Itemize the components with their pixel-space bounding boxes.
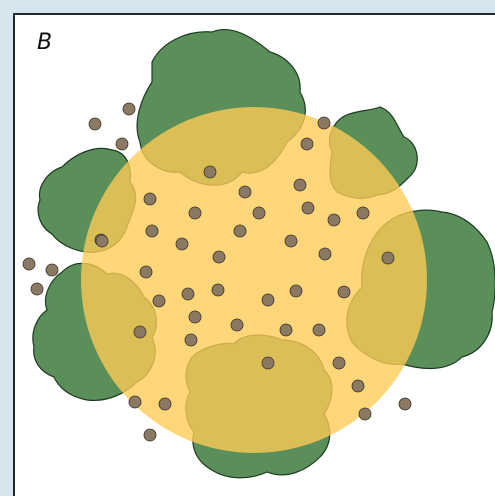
brown-dot xyxy=(262,357,274,369)
brown-dot xyxy=(239,186,251,198)
brown-dot xyxy=(352,380,364,392)
brown-dot xyxy=(359,408,371,420)
brown-dot xyxy=(382,252,394,264)
brown-dot xyxy=(253,207,265,219)
brown-dot xyxy=(204,166,216,178)
brown-dot xyxy=(262,294,274,306)
brown-dot xyxy=(144,193,156,205)
brown-dot xyxy=(89,118,101,130)
brown-dot xyxy=(96,235,108,247)
diagram-panel: B xyxy=(13,13,495,496)
brown-dot xyxy=(46,264,58,276)
brown-dot xyxy=(189,207,201,219)
brown-dot xyxy=(140,266,152,278)
brown-dot xyxy=(182,288,194,300)
brown-dot xyxy=(399,398,411,410)
brown-dot xyxy=(294,179,306,191)
brown-dot xyxy=(159,398,171,410)
brown-dot xyxy=(301,138,313,150)
brown-dot xyxy=(23,258,35,270)
diagram-canvas xyxy=(15,15,495,496)
brown-dot xyxy=(234,225,246,237)
brown-dot xyxy=(134,326,146,338)
brown-dot xyxy=(313,324,325,336)
brown-dot xyxy=(31,283,43,295)
brown-dot xyxy=(123,103,135,115)
brown-dot xyxy=(333,357,345,369)
brown-dot xyxy=(318,117,330,129)
brown-dot xyxy=(302,202,314,214)
brown-dot xyxy=(357,207,369,219)
brown-dot xyxy=(146,225,158,237)
brown-dot xyxy=(338,286,350,298)
brown-dot xyxy=(285,235,297,247)
brown-dot xyxy=(116,138,128,150)
brown-dot xyxy=(176,238,188,250)
brown-dot xyxy=(212,284,224,296)
brown-dot xyxy=(328,214,340,226)
brown-dot xyxy=(231,319,243,331)
brown-dot xyxy=(129,396,141,408)
brown-dot xyxy=(290,285,302,297)
brown-dot xyxy=(189,311,201,323)
brown-dot xyxy=(319,248,331,260)
brown-dot xyxy=(185,334,197,346)
brown-dot xyxy=(153,295,165,307)
brown-dot xyxy=(280,324,292,336)
brown-dot xyxy=(213,251,225,263)
brown-dot xyxy=(144,429,156,441)
